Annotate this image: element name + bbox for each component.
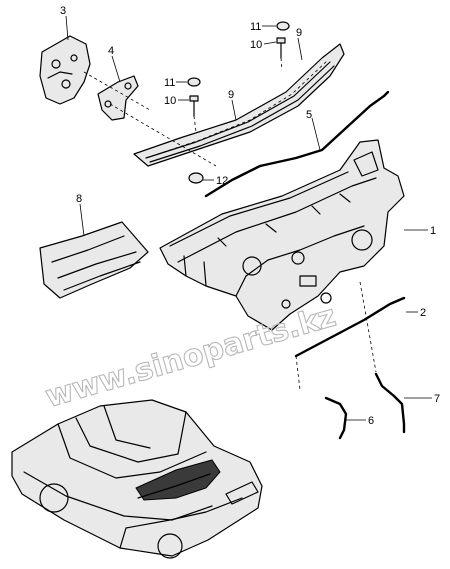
side-panel-icon [39, 221, 149, 299]
callout-4: 4 [108, 45, 114, 57]
callout-2: 2 [420, 307, 426, 319]
screw-10-icon [276, 37, 286, 59]
callout-10-lower: 10 [164, 95, 176, 107]
callout-3: 3 [60, 5, 66, 17]
callout-11-upper: 11 [250, 21, 261, 33]
bracket-4-icon [97, 75, 139, 121]
grommet-11-icon [187, 77, 201, 87]
screw-10-icon [189, 95, 199, 117]
car-icon [11, 399, 263, 559]
callout-1: 1 [430, 225, 436, 237]
watermark: www.sinoparts.kz [42, 299, 340, 415]
weatherstrip-5-icon [204, 90, 390, 198]
dash-panel-icon [159, 139, 405, 331]
callout-10-upper: 10 [250, 39, 262, 51]
clip-12-icon [188, 172, 204, 184]
grommet-11-icon [276, 21, 290, 31]
bracket-3-icon [39, 35, 91, 105]
callout-5: 5 [306, 109, 312, 121]
callout-6: 6 [368, 415, 374, 427]
pipe-7-icon [374, 372, 406, 434]
callout-7: 7 [434, 393, 440, 405]
callout-9-upper: 9 [296, 27, 302, 39]
callout-9-lower: 9 [228, 89, 234, 101]
pipe-6-icon [324, 396, 348, 440]
callout-8: 8 [76, 193, 82, 205]
hose-2-icon [294, 296, 406, 358]
callout-11-lower: 11 [164, 77, 175, 89]
